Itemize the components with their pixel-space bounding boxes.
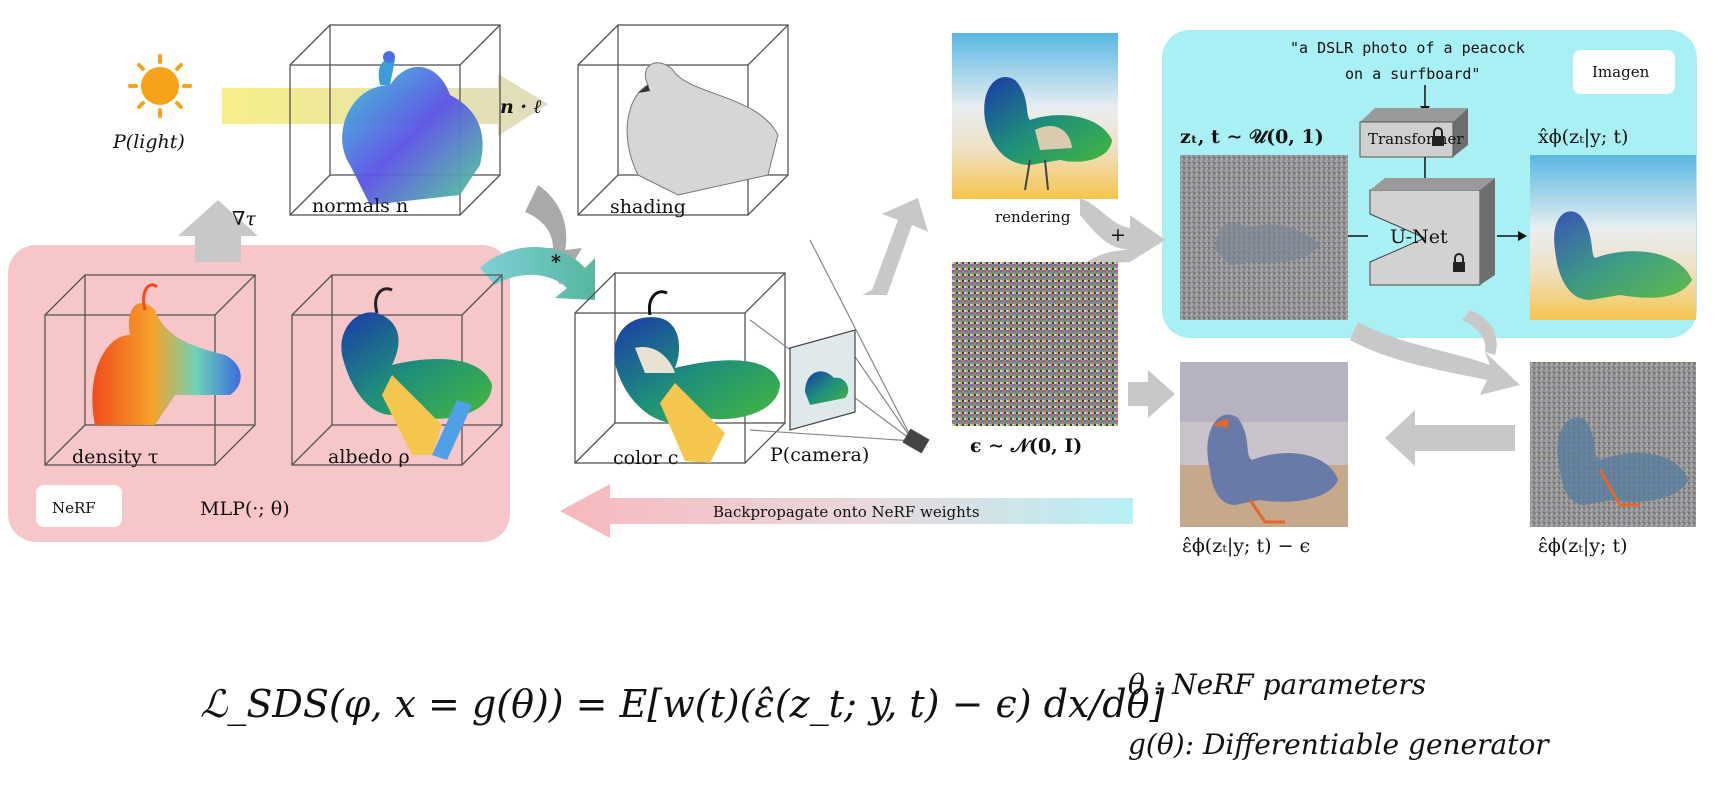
backprop-arrow (560, 484, 1133, 538)
unet-lock-icon (1453, 253, 1465, 272)
lock-icon (1432, 127, 1444, 146)
color-label: color c (613, 447, 678, 469)
epshat-image (1530, 362, 1696, 527)
to-rendering-arrow (862, 198, 928, 295)
nerf-badge (36, 485, 122, 527)
zt-label: zₜ, t ∼ 𝒰(0, 1) (1180, 126, 1324, 148)
mlp-label: MLP(·; θ) (200, 498, 290, 520)
camera-icon (902, 428, 930, 454)
nerf-badge-text: NeRF (52, 499, 96, 517)
zt-noisy-image (1180, 155, 1348, 320)
star-label: * (551, 251, 561, 273)
xhat-image (1530, 155, 1696, 320)
density-label: density τ (72, 446, 158, 468)
plus-label: + (1110, 224, 1126, 246)
noise-label: ϵ ∼ 𝒩(0, I) (970, 435, 1082, 457)
color-cube (574, 272, 786, 464)
shading-cube (577, 24, 789, 216)
density-cube (44, 274, 256, 466)
normals-cube (289, 24, 501, 216)
theta-note: θ : NeRF parameters (1128, 668, 1426, 701)
albedo-to-color-arrow (480, 247, 595, 300)
unet-to-epshat-arrow (1350, 322, 1520, 395)
prompt-line2: on a surfboard" (1345, 65, 1480, 83)
light-label: P(light) (112, 131, 185, 153)
imagen-badge-text: Imagen (1592, 63, 1650, 81)
transformer-label: Transformer (1368, 130, 1464, 148)
backprop-label: Backpropagate onto NeRF weights (713, 503, 980, 521)
sds-loss-formula: ℒ_SDS(φ, x = g(θ)) = E[w(t)(ε̂(z_t; y, t… (200, 682, 1165, 726)
camera-label: P(camera) (770, 444, 869, 466)
shading-label: shading (610, 196, 686, 218)
grad-up-arrow (178, 200, 258, 262)
imagen-badge (1573, 50, 1675, 94)
albedo-label: albedo ρ (328, 446, 410, 468)
unet-block (1369, 178, 1495, 286)
generator-note: g(θ): Differentiable generator (1128, 728, 1549, 761)
camera-image-plane (789, 329, 856, 431)
sun-icon (128, 54, 192, 118)
rendering-to-zt-arrow (1080, 198, 1165, 262)
epsdiff-label: ε̂ϕ(zₜ|y; t) − ϵ (1182, 535, 1310, 557)
prompt-line1: "a DSLR photo of a peacock (1290, 39, 1525, 57)
epsdiff-image (1180, 362, 1348, 527)
normals-label: normals n (312, 195, 408, 217)
grad-label: ∇τ (232, 208, 256, 230)
rendering-image (952, 33, 1118, 199)
unet-label: U-Net (1390, 226, 1448, 248)
epshat-label: ε̂ϕ(zₜ|y; t) (1538, 535, 1628, 557)
noise-image (952, 262, 1118, 426)
xhat-label: x̂ϕ(zₜ|y; t) (1538, 126, 1628, 148)
albedo-cube (291, 274, 503, 466)
epshat-to-diff-arrow (1385, 410, 1515, 466)
noise-to-diff-arrow (1128, 370, 1175, 418)
dot-product-label: n · ℓ (500, 96, 542, 118)
rendering-label: rendering (995, 208, 1071, 226)
